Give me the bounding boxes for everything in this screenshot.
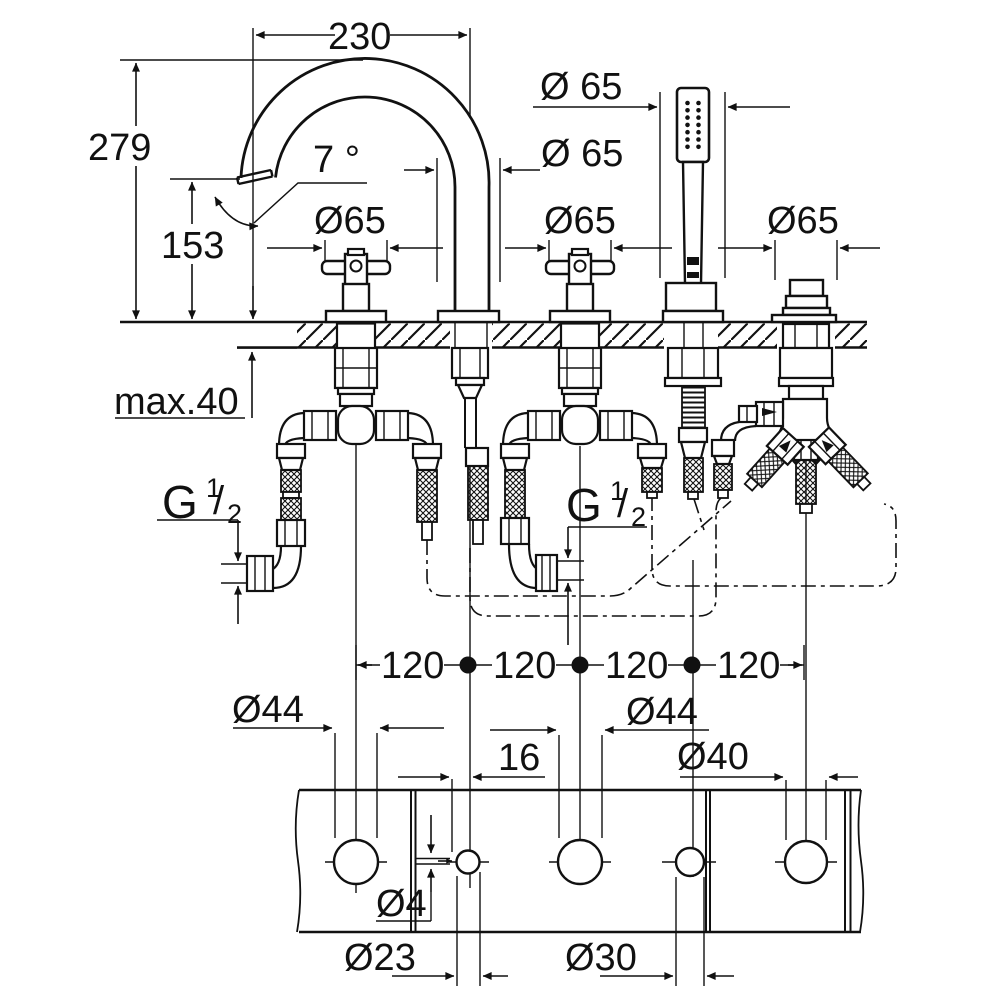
dim-dia30-label: Ø30 (565, 937, 637, 979)
dimension-labels: 230 279 153 7 ° Ø 65 Ø 65 Ø65 Ø65 Ø65 ma… (88, 16, 839, 979)
flow-arrow (762, 408, 777, 416)
diverter-assembly (710, 322, 872, 514)
svg-text:/: / (213, 479, 225, 523)
dim-16-label: 16 (498, 737, 540, 779)
dim-dia23-label: Ø23 (344, 937, 416, 979)
fixing-pin (416, 857, 450, 865)
dim-dia65-diverter-label: Ø65 (767, 200, 839, 242)
plan-hole-40 (783, 839, 829, 885)
spout-escutcheon (436, 309, 501, 324)
left-valve-assembly (245, 322, 443, 593)
svg-text:2: 2 (631, 502, 646, 532)
hand-shower (661, 86, 725, 324)
dimension-lines (132, 31, 880, 980)
diverter-escutcheon (770, 313, 838, 324)
dim-153-label: 153 (161, 225, 224, 267)
svg-text:1: 1 (206, 473, 221, 503)
dim-dia44-left-label: Ø44 (232, 689, 304, 731)
diverter-left-hose (743, 426, 806, 492)
dim-120-label-3: 120 (605, 645, 668, 687)
dim-120-label-1: 120 (381, 645, 444, 687)
dim-dia40-label: Ø40 (677, 736, 749, 778)
hand-shower-escutcheon (661, 309, 725, 324)
plan-view (294, 788, 865, 934)
middle-valve-assembly (499, 322, 668, 593)
thread-size-label-left: G 1 / 2 (162, 473, 242, 529)
spray-dots (685, 100, 701, 150)
dim-dia65-left-label: Ø65 (314, 200, 386, 242)
svg-text:1: 1 (610, 476, 625, 506)
thread-size-label-middle: G 1 / 2 (566, 476, 646, 532)
svg-text:G: G (566, 479, 602, 531)
spout-shank (450, 346, 490, 545)
dim-279-label: 279 (88, 127, 151, 169)
svg-text:/: / (617, 482, 629, 526)
dim-max40-label: max.40 (114, 381, 239, 423)
plan-hole-44-left (332, 838, 380, 886)
dim-dia4-label: Ø4 (376, 883, 427, 925)
dim-dia65-spout-label: Ø 65 (541, 133, 623, 175)
dim-7deg-label: 7 ° (313, 139, 360, 181)
dim-dia65-middle-label: Ø65 (544, 200, 616, 242)
hand-shower-cradle (664, 281, 718, 313)
svg-text:2: 2 (227, 499, 242, 529)
hose-routing-lines (426, 496, 897, 617)
hand-shower-shank (663, 346, 723, 500)
dim-120-label-2: 120 (493, 645, 556, 687)
left-handle-escutcheon (324, 309, 388, 324)
dim-dia65-handshower-label: Ø 65 (540, 66, 622, 108)
dim-120-label-4: 120 (717, 645, 780, 687)
diverter-knob (770, 278, 838, 324)
plan-hole-44-right (556, 838, 604, 886)
middle-handle-escutcheon (548, 309, 612, 324)
deck-section (120, 320, 867, 349)
middle-cross-handle (544, 247, 616, 324)
plan-hole-30 (674, 846, 706, 878)
plan-hole-23 (455, 849, 481, 875)
spout (235, 57, 501, 324)
dim-230-label: 230 (328, 16, 391, 58)
left-cross-handle (320, 247, 392, 324)
diverter-right-hose (807, 425, 872, 492)
svg-text:G: G (162, 476, 198, 528)
dim-dia44-right-label: Ø44 (626, 691, 698, 733)
